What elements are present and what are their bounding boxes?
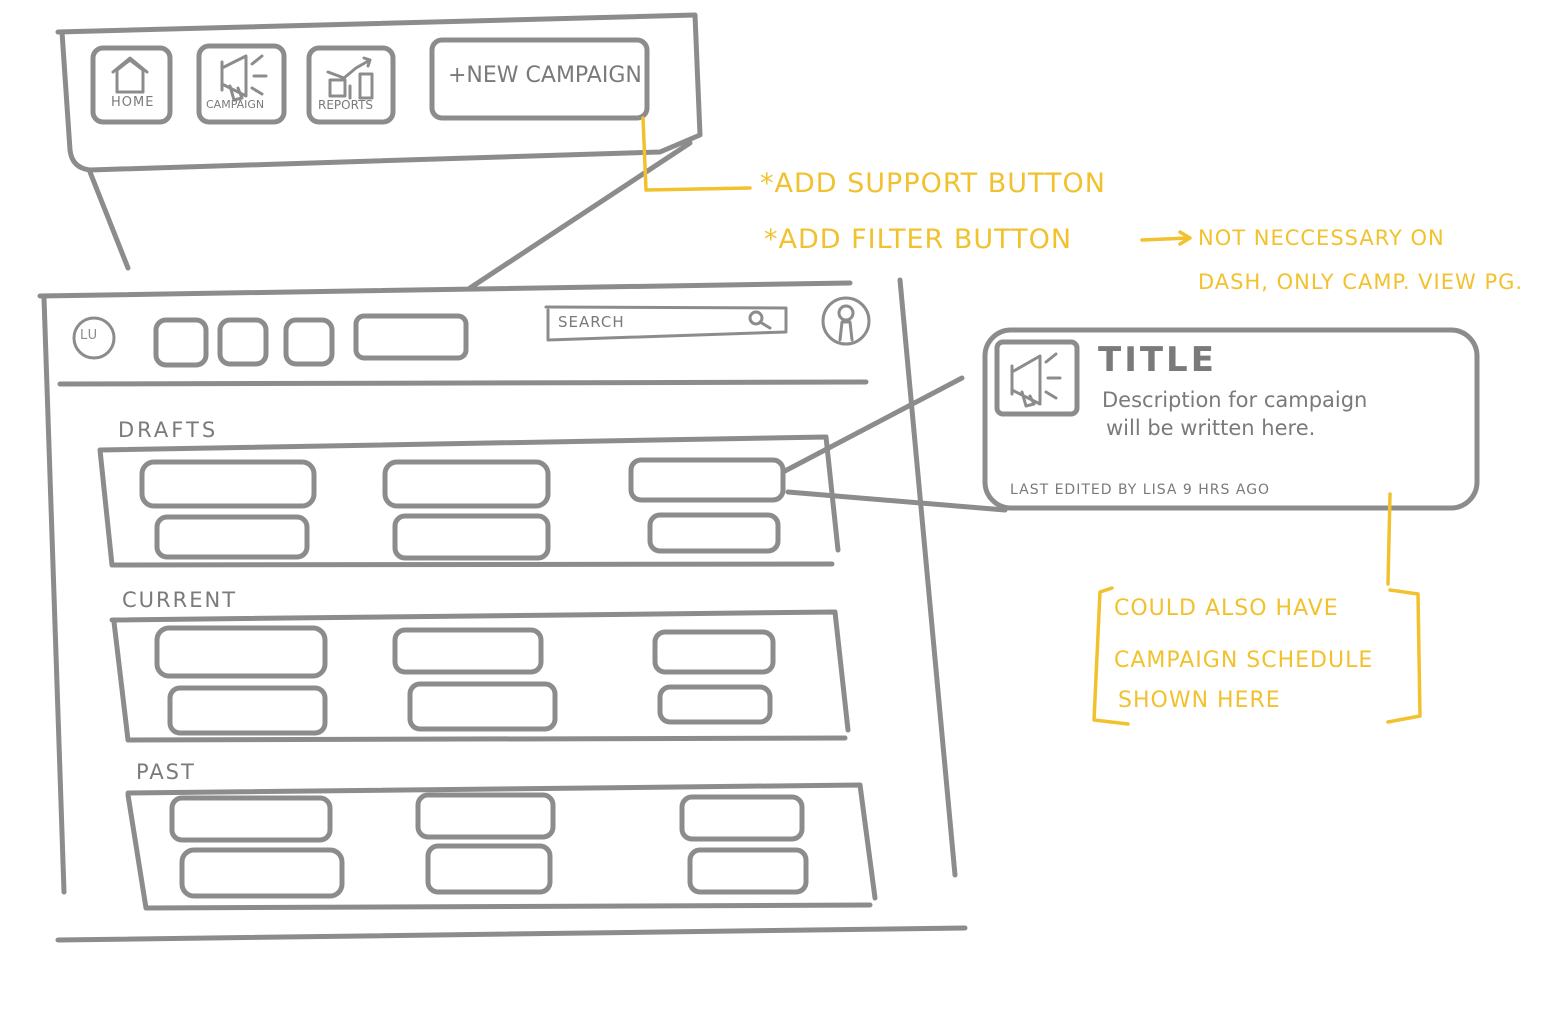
current-card[interactable]	[157, 628, 325, 676]
card-detail-frame	[982, 327, 1480, 511]
reports-icon	[326, 56, 374, 100]
past-card[interactable]	[418, 795, 553, 837]
home-button[interactable]	[93, 48, 170, 122]
search-input[interactable]: Search	[558, 313, 625, 331]
draft-card[interactable]	[142, 462, 314, 506]
draft-card[interactable]	[650, 515, 778, 551]
current-card[interactable]	[170, 688, 325, 733]
home-button-frame	[90, 45, 173, 125]
past-card[interactable]	[428, 846, 550, 892]
current-card[interactable]	[395, 630, 541, 672]
note-add-support: *Add Support Button	[760, 168, 1106, 199]
campaign-label: Campaign	[206, 98, 265, 111]
section-past: Past	[136, 760, 196, 784]
note-not-necessary-2: Dash, only camp. view pg.	[1198, 270, 1524, 294]
nav-button-2[interactable]	[220, 320, 266, 364]
megaphone-icon	[220, 54, 268, 102]
nav-button-1[interactable]	[156, 320, 206, 365]
card-description-line2: will be written here.	[1106, 416, 1316, 440]
note-schedule-1: Could also have	[1114, 596, 1339, 621]
nav-button-3[interactable]	[286, 320, 332, 364]
note-add-filter: *Add Filter Button	[764, 224, 1073, 255]
reports-button-frame	[306, 45, 396, 125]
new-campaign-nav-button[interactable]	[356, 316, 466, 358]
dashboard-frame	[37, 280, 853, 299]
zoom-nav-frame	[55, 12, 703, 173]
campaign-button[interactable]	[199, 46, 284, 122]
campaign-button-frame	[196, 43, 287, 125]
draft-card[interactable]	[157, 517, 307, 557]
draft-card[interactable]	[395, 516, 548, 558]
section-drafts: Drafts	[118, 418, 219, 442]
card-description-line1: Description for campaign	[1102, 388, 1368, 412]
past-card[interactable]	[172, 798, 330, 840]
reports-label: Reports	[318, 98, 374, 112]
draft-card[interactable]	[631, 460, 783, 500]
current-card[interactable]	[655, 632, 773, 672]
past-card[interactable]	[182, 850, 342, 896]
reports-button[interactable]	[309, 48, 393, 122]
note-not-necessary-1: Not neccessary on	[1198, 226, 1445, 250]
highlighted-card	[628, 457, 786, 503]
logo-glyph: LU	[80, 328, 99, 343]
card-megaphone-icon	[1010, 352, 1062, 408]
profile-button[interactable]	[823, 298, 869, 344]
logo-icon	[72, 316, 116, 360]
section-current: Current	[122, 588, 238, 612]
home-label: Home	[111, 95, 155, 110]
search-box	[544, 305, 788, 342]
new-campaign-button[interactable]	[432, 40, 647, 118]
past-card[interactable]	[690, 850, 806, 892]
card-footer: Last Edited by Lisa 9 hrs ago	[1010, 482, 1271, 498]
note-schedule-3: shown here	[1118, 688, 1281, 713]
logo[interactable]: LU	[74, 318, 114, 358]
past-card[interactable]	[682, 797, 802, 839]
current-card[interactable]	[660, 687, 770, 722]
new-campaign-button-frame	[429, 37, 650, 121]
avatar-icon	[821, 296, 871, 346]
note-schedule-2: campaign schedule	[1114, 648, 1374, 673]
search-icon	[748, 310, 764, 326]
current-card[interactable]	[410, 684, 555, 729]
card-title: Title	[1098, 340, 1217, 380]
new-campaign-label: +New Campaign	[448, 63, 642, 88]
house-icon	[111, 56, 149, 94]
draft-card[interactable]	[385, 462, 548, 506]
